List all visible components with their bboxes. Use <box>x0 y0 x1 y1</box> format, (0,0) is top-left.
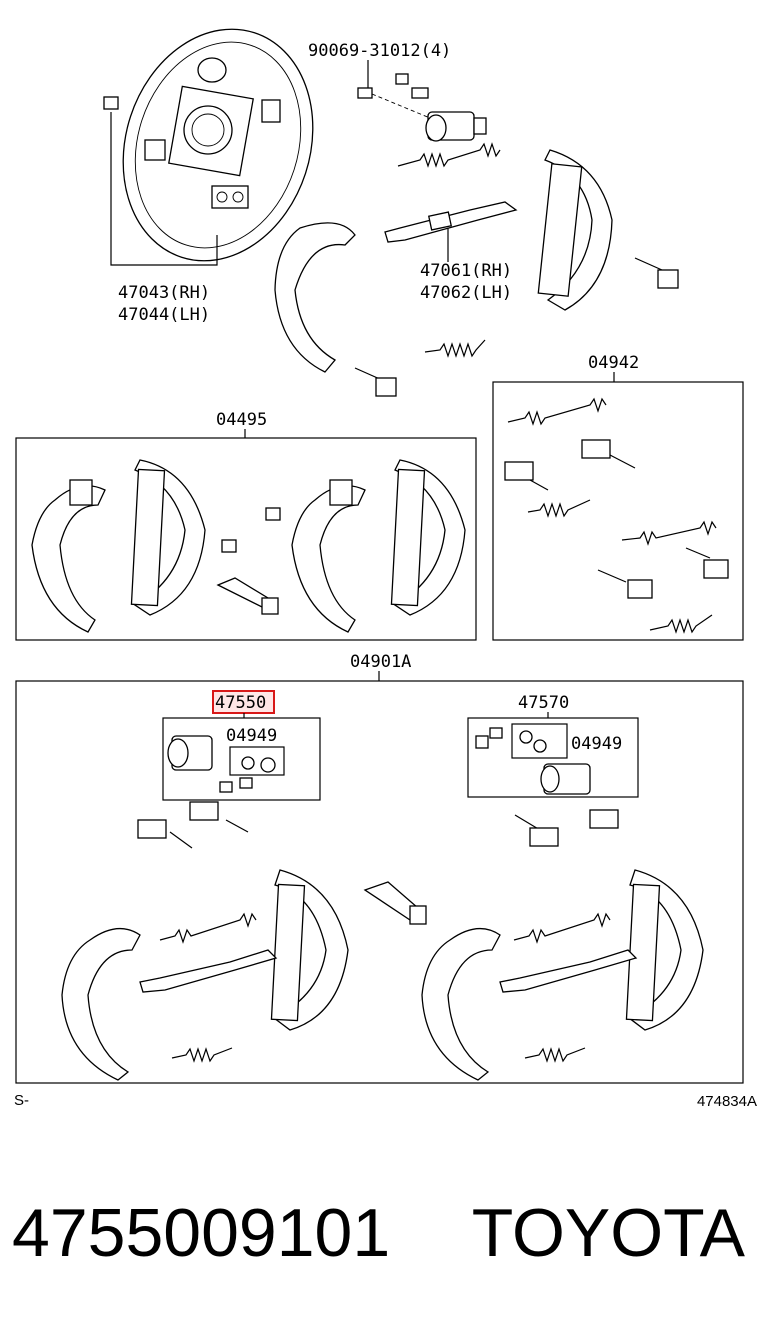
kit-04495-shoe-3 <box>291 479 366 633</box>
label-adjuster-rh: 47061(RH) <box>420 261 512 281</box>
lower-return-spring <box>424 339 486 358</box>
hold-down-pin-top-right <box>634 257 679 289</box>
hold-down-pin-top-left <box>354 367 397 397</box>
kit-04901a-clips <box>137 801 619 849</box>
kit-04495-box <box>15 437 477 641</box>
kit-04901a-box <box>15 680 744 1084</box>
kit-04901a-grease-tube <box>363 881 427 925</box>
label-kit-04942: 04942 <box>588 353 639 373</box>
backing-plate <box>122 28 314 262</box>
title-part-number: 4755009101 <box>12 1195 390 1271</box>
trailing-shoe-top <box>537 149 613 311</box>
kit-04942-box <box>492 381 744 641</box>
label-kit-04495: 04495 <box>216 410 267 430</box>
label-plate-rh: 47043(RH) <box>118 283 210 303</box>
leading-shoe-top <box>274 222 356 373</box>
kit-04942-springs <box>507 397 717 634</box>
footer-prefix: S- <box>14 1092 29 1109</box>
wheel-cylinder-top <box>425 111 487 142</box>
kit-04495-shoe-1 <box>31 479 106 633</box>
label-cylinder-left[interactable]: 47550 <box>215 693 266 713</box>
plate-nut <box>103 96 119 110</box>
kit-04495-grease-and-caps <box>216 507 281 615</box>
label-cylinder-right: 47570 <box>518 693 569 713</box>
label-cupkit-left: 04949 <box>226 726 277 746</box>
plate-leader-line <box>110 112 218 266</box>
label-cupkit-right: 04949 <box>571 734 622 754</box>
kit-04901a-right-assembly <box>421 869 704 1081</box>
cupkit-left-box <box>229 746 285 776</box>
label-bolt: 90069-31012(4) <box>308 41 451 61</box>
upper-return-spring <box>397 142 501 168</box>
wheel-cylinder-left <box>167 735 276 793</box>
kit-04901a-left-assembly <box>61 869 349 1081</box>
cylinder-left-box <box>162 717 321 801</box>
wheel-cylinder-right <box>475 727 591 795</box>
label-kit-04901a: 04901A <box>350 652 411 672</box>
adjuster-assembly <box>384 201 518 243</box>
kit-04495-shoe-2 <box>130 459 206 616</box>
footer-diagram-code: 474834A <box>697 1093 757 1110</box>
kit-04942-clips <box>504 439 729 599</box>
bolt-and-bleeder <box>357 73 431 119</box>
cupkit-right-box <box>511 723 568 759</box>
label-plate-lh: 47044(LH) <box>118 305 210 325</box>
kit-04495-shoe-4 <box>390 459 466 616</box>
cylinder-right-box <box>467 717 639 798</box>
label-adjuster-lh: 47062(LH) <box>420 283 512 303</box>
title-brand: TOYOTA <box>472 1195 746 1271</box>
